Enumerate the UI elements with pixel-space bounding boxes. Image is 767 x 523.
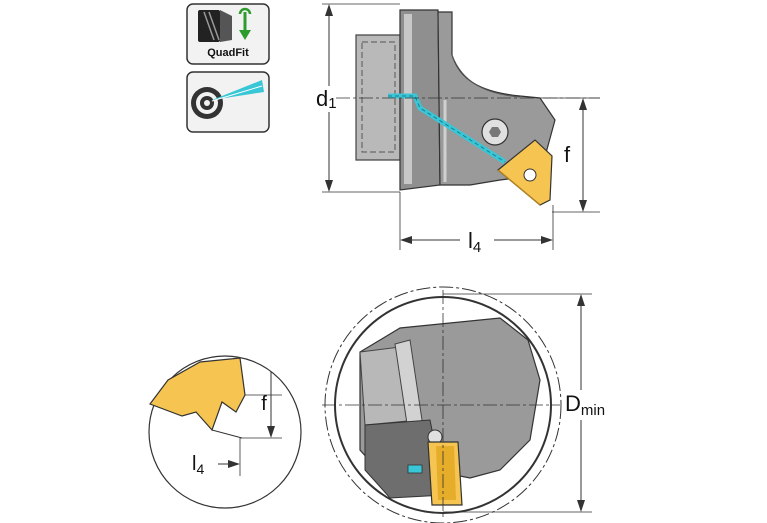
dimension-d1: d1: [316, 3, 400, 193]
insert-top: [497, 139, 553, 206]
tool-side-view: [336, 9, 600, 206]
quadfit-label: QuadFit: [207, 47, 249, 59]
front-view-in-bore: [322, 286, 562, 523]
dim-l4-detail-label: l4: [192, 453, 204, 477]
dim-l4-top-label: l4: [468, 228, 481, 256]
coolant-spray-icon: [191, 80, 264, 119]
dim-f-top-label: f: [564, 142, 571, 167]
dim-f-detail-label: f: [261, 393, 267, 415]
insert-front: [427, 441, 463, 506]
coolant-badge: [186, 71, 270, 133]
dim-dmin-label: Dmin: [565, 391, 605, 419]
dim-d1-label: d1: [316, 86, 337, 112]
insert-detail-view: f l4: [148, 355, 302, 509]
dimension-f-top: f: [540, 97, 600, 213]
dimension-dmin: Dmin: [443, 293, 605, 513]
quadfit-badge: QuadFit: [186, 3, 270, 65]
quadfit-coupling-icon: [198, 7, 252, 42]
dimension-l4-top: l4: [399, 192, 554, 256]
